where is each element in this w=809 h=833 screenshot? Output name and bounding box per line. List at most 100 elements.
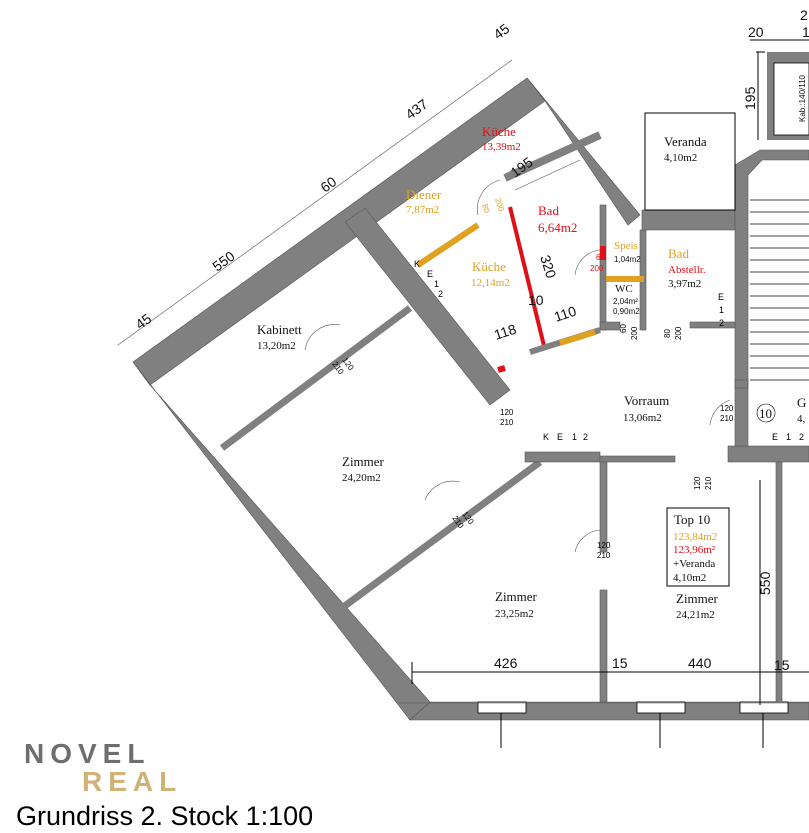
room-kueche2-name: Küche (472, 259, 506, 274)
orange-wall-wc (606, 276, 644, 282)
dimension-lines (117, 39, 809, 705)
logo-line1: NOVEL (24, 738, 151, 769)
room-g-name: G (797, 395, 806, 410)
dim-60: 60 (317, 173, 339, 195)
room-kueche2-area: 12,14m2 (471, 277, 510, 289)
red-wall-bad (508, 206, 547, 351)
svg-text:2: 2 (583, 432, 588, 442)
top10-veranda-area: 4,10m2 (673, 572, 706, 584)
dim-10: 10 (528, 292, 544, 308)
top10-title: Top 10 (674, 512, 710, 527)
room-kueche-top-name: Küche (482, 124, 516, 139)
dim-550-vertical: 550 (757, 571, 773, 595)
room-kabinett-name: Kabinett (257, 322, 302, 337)
dim-45-right: 45 (490, 20, 512, 42)
stair-number: 10 (759, 406, 772, 421)
dim-320: 320 (537, 253, 560, 280)
svg-text:120: 120 (693, 476, 702, 490)
svg-text:2: 2 (799, 432, 804, 442)
wall-segment (599, 321, 621, 331)
svg-text:120: 120 (500, 408, 514, 417)
room-vorraum-area: 13,06m2 (623, 412, 662, 424)
room-bad2-area: 3,97m2 (668, 278, 701, 290)
red-wall-speis (600, 246, 606, 260)
room-wc-area1: 2,04m² (613, 297, 638, 306)
room-bad-name: Bad (538, 203, 559, 218)
shaft-labels: K E 1 2 K E 1 2 E 1 2 E 1 2 (414, 259, 804, 442)
svg-text:1: 1 (786, 432, 791, 442)
svg-text:120: 120 (720, 404, 734, 413)
svg-text:6: 6 (596, 253, 601, 262)
dim-110: 110 (552, 303, 578, 325)
room-veranda-name: Veranda (664, 134, 707, 149)
svg-text:1: 1 (719, 305, 724, 315)
svg-text:80: 80 (663, 329, 672, 338)
svg-text:K: K (414, 259, 420, 269)
orange-wall-diener (416, 222, 480, 268)
wall-segment (734, 379, 749, 389)
room-zimmer2-name: Zimmer (495, 589, 538, 604)
lift-shaft: Kab.:140/110 (767, 52, 809, 140)
wall-outer-northeast (526, 77, 641, 226)
wall-zimmer (339, 459, 543, 611)
room-wc-name: WC (615, 283, 633, 295)
svg-text:60: 60 (619, 324, 628, 333)
wall-kueche-bad (503, 131, 602, 182)
svg-text:210: 210 (720, 414, 734, 423)
svg-text:210: 210 (500, 418, 514, 427)
logo: NOVEL REAL (24, 740, 182, 796)
svg-text:2: 2 (719, 318, 724, 328)
top10-plus-veranda: +Veranda (673, 558, 715, 570)
wall-segment (689, 321, 736, 329)
svg-text:E: E (718, 292, 724, 302)
room-speis-name: Speis (614, 240, 638, 252)
svg-text:200: 200 (590, 264, 604, 273)
dim-440: 440 (688, 655, 712, 671)
svg-text:1: 1 (434, 279, 439, 289)
wall-vertical-1 (599, 461, 608, 553)
logo-line2: REAL (82, 766, 183, 797)
dim-550: 550 (209, 248, 237, 275)
dim-15-b: 15 (774, 657, 790, 673)
room-zimmer3-area: 24,21m2 (676, 609, 715, 621)
room-vorraum-name: Vorraum (624, 393, 669, 408)
stair-number-circle (756, 403, 776, 423)
room-kabinett-area: 13,20m2 (257, 340, 296, 352)
orange-wall-door (559, 329, 596, 346)
wall-interior-diagonal (344, 207, 511, 406)
red-wall-segment (497, 365, 506, 373)
wall-vorraum-south (524, 451, 601, 463)
veranda-outline (644, 112, 736, 211)
svg-text:E: E (427, 269, 433, 279)
svg-text:1: 1 (572, 432, 577, 442)
dim-437: 437 (402, 96, 430, 123)
plan-title: Grundriss 2. Stock 1:100 (16, 801, 314, 831)
room-bad2-name: Bad (668, 246, 689, 261)
svg-text:80: 80 (480, 203, 491, 215)
dim-195-top: 195 (742, 86, 758, 110)
wall-outer-west (132, 361, 431, 721)
dim-1: 1 (802, 24, 809, 40)
room-wc-area2: 0,90m2 (613, 307, 640, 316)
room-kueche-top-area: 13,39m2 (482, 141, 521, 153)
svg-text:K: K (543, 432, 549, 442)
svg-text:210: 210 (704, 476, 713, 490)
windows-south (477, 701, 789, 748)
wall-kabinett (219, 305, 413, 451)
top10-summary-box: Top 10 123,84m2 123,96m² +Veranda 4,10m2 (666, 507, 730, 587)
top10-area-orange: 123,84m2 (673, 531, 717, 543)
svg-text:120: 120 (597, 541, 611, 550)
wall-veranda (641, 209, 736, 231)
wall-segment (599, 455, 676, 463)
wall-vertical-1b (599, 589, 608, 703)
room-zimmer2-area: 23,25m2 (495, 608, 534, 620)
room-zimmer1-area: 24,20m2 (342, 472, 381, 484)
room-speis-area: 1,04m2 (614, 255, 641, 264)
dim-2: 2 (800, 7, 808, 23)
room-g-area: 4, (797, 413, 806, 425)
room-diener-area: 7,87m2 (406, 204, 439, 216)
svg-text:2: 2 (438, 289, 443, 299)
svg-text:200: 200 (630, 326, 639, 340)
wall-vertical-2 (775, 461, 783, 703)
